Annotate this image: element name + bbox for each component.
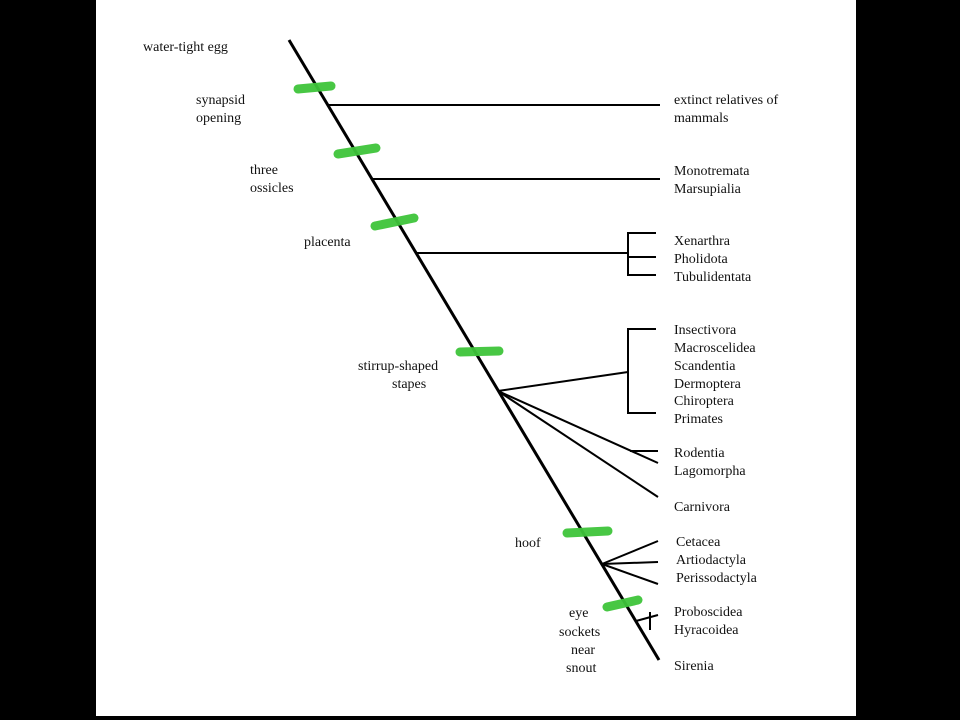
branch-perissodactyla [601,563,659,585]
taxon-monotremata-marsupialia: Monotremata Marsupialia [674,164,753,197]
branch-carnivora [497,390,659,498]
trait-marker-placenta [370,213,419,231]
branch-rodentia [497,390,659,464]
trait-label-ossicles: three ossicles [250,163,294,196]
cladogram-lines [287,39,661,661]
bracket-insectivora [627,328,656,414]
trait-label-eye: eye sockets near snout [559,606,604,676]
branch-artiodactyla [601,561,659,565]
taxon-ungulate-group: Cetacea Artiodactyla Perissodactyla [676,535,758,586]
branch-insectivora [497,371,629,392]
trait-marker-ossicles [333,143,381,159]
bracket-xenarthra [627,232,656,276]
branch-cetacea [601,540,659,565]
taxon-xenarthra-group: Xenarthra Pholidota Tubulidentata [674,234,752,285]
trait-markers [293,81,643,612]
taxon-rodent-group: Rodentia Lagomorpha [674,446,746,479]
taxon-carnivora: Carnivora [674,500,731,515]
taxon-insectivora-group: Insectivora Macroscelidea Scandentia Der… [674,323,759,427]
root-label: water-tight egg [143,40,228,55]
trait-marker-synapsid [293,81,336,94]
trait-marker-eye [602,595,643,612]
branch-proboscidea [635,614,659,622]
slide-canvas [96,0,856,716]
trait-label-placenta: placenta [304,235,351,250]
trait-label-stapes: stirrup-shaped stapes [358,359,442,392]
taxon-proboscidea-group: Proboscidea Hyracoidea [674,605,746,638]
trait-marker-stapes [455,346,504,357]
trait-marker-hoof [562,526,613,538]
cladogram-labels: water-tight egg synapsid opening three o… [143,40,782,676]
taxon-sirenia: Sirenia [674,659,714,674]
trait-label-hoof: hoof [515,536,541,551]
trait-label-synapsid: synapsid opening [196,93,249,126]
taxon-extinct-relatives: extinct relatives of mammals [674,93,782,126]
